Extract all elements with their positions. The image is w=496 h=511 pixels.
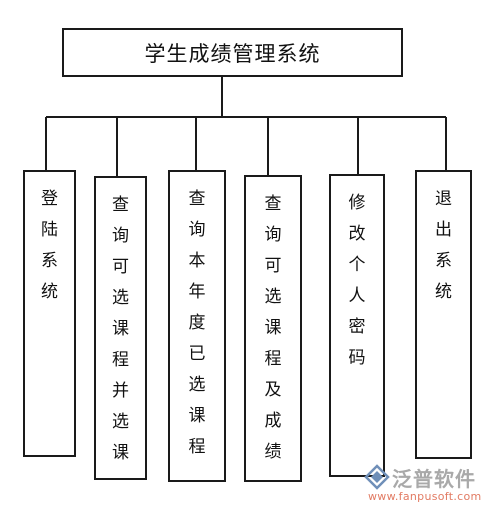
child-label: 退出系统 (435, 189, 452, 302)
root-label: 学生成绩管理系统 (144, 41, 321, 66)
child-node-change-password: 修改个人密码 (329, 174, 385, 477)
child-label: 查询可选课程并选课 (112, 195, 129, 463)
watermark-url: www.fanpusoft.com (368, 490, 482, 503)
child-node-logout: 退出系统 (415, 170, 472, 459)
root-node: 学生成绩管理系统 (62, 28, 403, 77)
child-node-query-grades: 查询可选课程及成绩 (244, 175, 302, 482)
brand-logo-icon (364, 464, 390, 490)
watermark-brand: 泛普软件 (392, 467, 476, 491)
child-label: 修改个人密码 (348, 193, 366, 368)
child-node-select-course: 查询可选课程并选课 (94, 176, 147, 480)
child-label: 登陆系统 (41, 189, 58, 302)
watermark: 泛普软件 www.fanpusoft.com (362, 462, 492, 508)
child-node-login: 登陆系统 (23, 170, 76, 457)
child-node-query-selected: 查询本年度已选课程 (168, 170, 226, 482)
child-label: 查询可选课程及成绩 (264, 194, 282, 462)
child-label: 查询本年度已选课程 (188, 189, 206, 457)
